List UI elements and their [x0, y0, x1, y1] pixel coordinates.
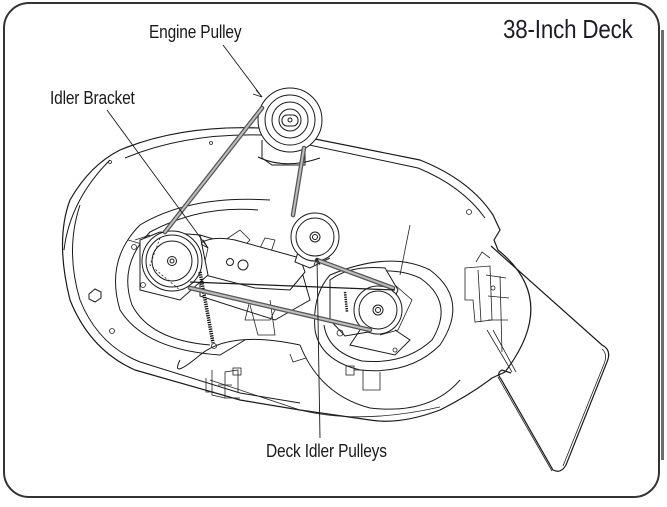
callout-leaders [106, 44, 321, 439]
engine-pulley-leader [222, 44, 263, 98]
deck-shell [61, 127, 532, 422]
frame-shadow [661, 30, 664, 460]
right-blade-housing [299, 260, 461, 410]
tension-spring [198, 271, 215, 344]
support-rod [399, 224, 411, 276]
mount-bracket-left [205, 367, 242, 399]
angle-clip [289, 353, 307, 363]
discharge-chute [490, 245, 610, 472]
deck-hole [109, 328, 115, 334]
engine-pulley-label: Engine Pulley [149, 22, 242, 42]
chute-bolt [466, 209, 472, 215]
idler-bracket-leader [106, 109, 209, 249]
diagram-title: 38-Inch Deck [503, 14, 633, 44]
engine-pulley [257, 87, 323, 166]
deck-idler-pulleys-leader [316, 257, 321, 439]
mount-bracket-right [345, 365, 381, 391]
left-blade-housing [115, 198, 301, 370]
chute-bracket [464, 251, 517, 373]
deck-idler-pulleys-label: Deck Idler Pulleys [266, 441, 387, 461]
hex-nut [88, 288, 102, 303]
idler-bracket-label: Idler Bracket [50, 88, 135, 108]
idler-bracket [197, 237, 306, 291]
left-spindle-pulley [131, 230, 209, 301]
drive-belt [162, 105, 396, 333]
spring-hook [211, 343, 217, 349]
